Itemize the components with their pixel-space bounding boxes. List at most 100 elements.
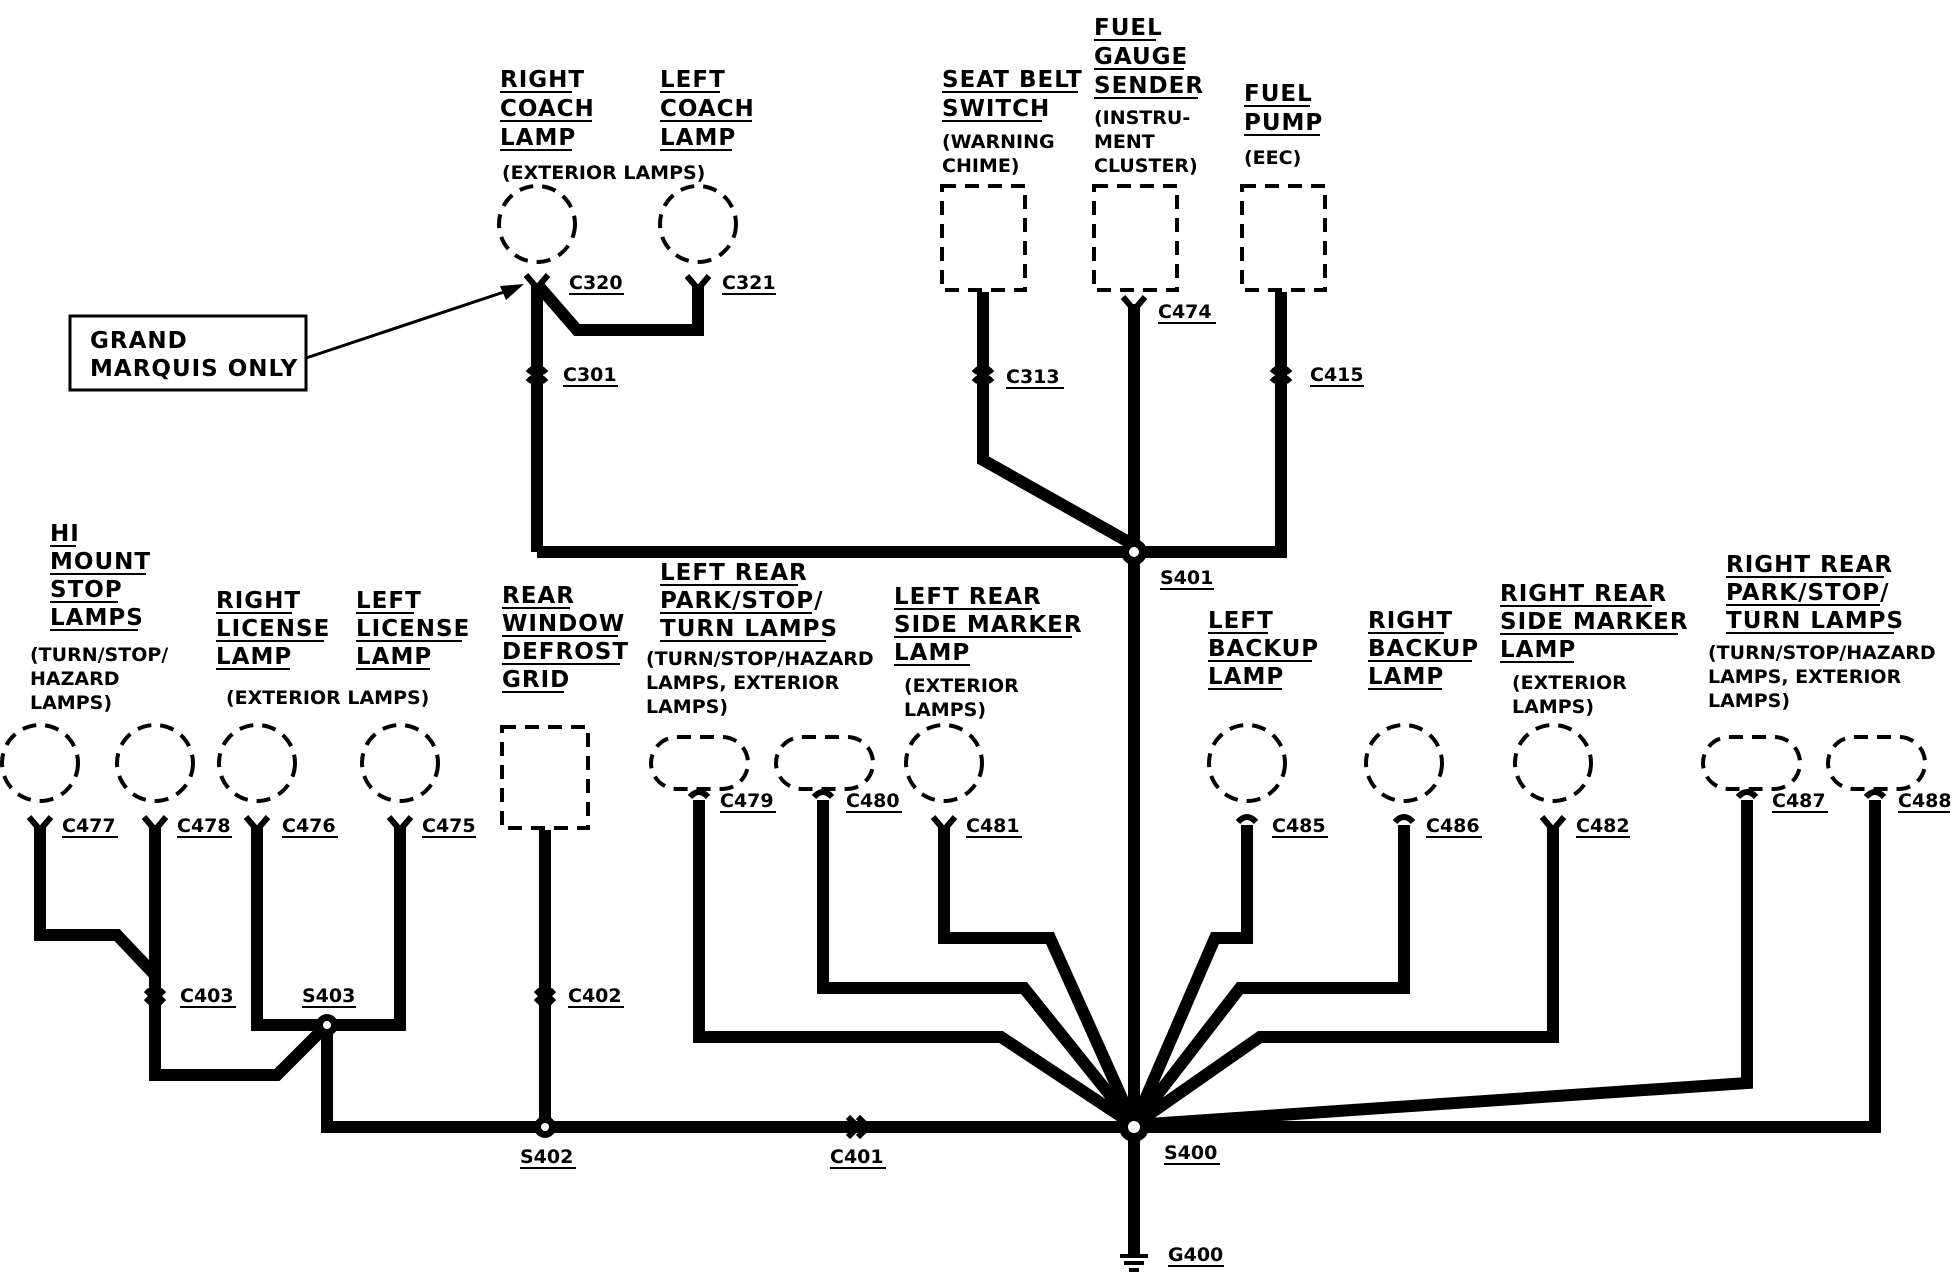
right-backup-label-2: BACKUP [1368,636,1479,662]
wire-c487-s400 [1133,800,1753,1131]
wire-c478-c403 [149,825,332,1081]
left-side-marker-note-2: LAMPS) [904,699,986,721]
left-side-marker-label-1: LEFT REAR [894,584,1042,610]
c478-connector-icon [141,815,169,835]
defrost-label-2: WINDOW [502,611,625,637]
left-coach-label-2: COACH [660,96,755,122]
hi-mount-note-1: (TURN/STOP/ [30,644,168,666]
right-rear-park-note-3: LAMPS) [1708,690,1790,712]
left-coach-lamp-icon [658,184,738,264]
c487-connector-icon [1735,789,1759,800]
fuel-pump-box [1240,184,1327,292]
left-rear-park-label-1: LEFT REAR [660,560,808,586]
label-c320: C320 [569,272,623,294]
left-side-marker-label-3: LAMP [894,640,970,666]
label-c488: C488 [1898,790,1952,812]
right-rear-park-lamp-2-icon [1826,735,1927,791]
c481-connector-icon [930,815,958,835]
hi-mount-label-2: MOUNT [50,549,151,575]
wire-s401-c415 [1134,292,1287,558]
c415-connector-icon [1269,364,1293,385]
hi-mount-label-4: LAMPS [50,605,144,631]
c474-connector-icon [1120,295,1148,315]
c320-connector-icon [523,273,551,293]
label-c479: C479 [720,790,774,812]
connector-labels: C320 C321 C301 C313 C474 C415 S401 C477 … [62,272,1952,1267]
c485-connector-icon [1235,814,1259,825]
c313-connector-icon [971,364,995,385]
left-rear-park-note-1: (TURN/STOP/HAZARD [646,648,874,670]
label-c485: C485 [1272,815,1326,837]
wire-c486-s400 [1129,825,1410,1129]
right-coach-label-3: LAMP [500,125,576,151]
ground-symbol-icon [1120,1243,1148,1272]
c477-connector-icon [26,815,54,835]
label-c487: C487 [1772,790,1826,812]
hi-mount-label-3: STOP [50,577,123,603]
fuel-gauge-label-1: FUEL [1094,15,1163,41]
right-rear-side-marker-lamp-icon [1513,723,1593,803]
left-rear-park-note-3: LAMPS) [646,696,728,718]
right-rear-park-note-1: (TURN/STOP/HAZARD [1708,642,1936,664]
left-side-marker-note-1: (EXTERIOR [904,675,1019,697]
wire-c485-s400 [1128,825,1253,1128]
right-rear-park-lamp-1-icon [1701,735,1802,791]
label-c401: C401 [830,1146,884,1168]
left-license-label-3: LAMP [356,644,432,670]
right-side-marker-note-1: (EXTERIOR [1512,672,1627,694]
right-backup-lamp-icon [1364,723,1444,803]
label-c313: C313 [1006,366,1060,388]
left-rear-park-note-2: LAMPS, EXTERIOR [646,672,840,694]
hi-mount-label-1: HI [50,521,80,547]
left-backup-label-3: LAMP [1208,664,1284,690]
right-coach-lamp-icon [497,184,577,264]
label-c476: C476 [282,815,336,837]
left-license-label-1: LEFT [356,588,422,614]
left-coach-label-3: LAMP [660,125,736,151]
label-c481: C481 [966,815,1020,837]
left-license-lamp-icon [360,723,440,803]
connector-glyphs [26,273,1887,1140]
callout-arrow-icon [500,284,524,300]
label-c482: C482 [1576,815,1630,837]
right-license-label-2: LICENSE [216,616,330,642]
wire-c480-s400 [817,800,1139,1129]
right-backup-label-1: RIGHT [1368,608,1453,634]
left-rear-park-label-3: TURN LAMPS [660,616,838,642]
license-note: (EXTERIOR LAMPS) [226,687,429,709]
left-rear-park-lamp-1-icon [649,735,750,791]
fuel-gauge-sender-box [1092,184,1179,292]
left-coach-label-1: LEFT [660,67,726,93]
wiring [34,280,1881,1255]
label-c321: C321 [722,272,776,294]
c321-connector-icon [684,274,712,294]
seat-belt-note-1: (WARNING [942,131,1055,153]
seat-belt-switch-box [940,184,1027,292]
callout-line-2: MARQUIS ONLY [90,356,298,382]
right-side-marker-label-3: LAMP [1500,637,1576,663]
fuel-pump-note: (EEC) [1244,147,1301,169]
label-s402: S402 [520,1146,573,1168]
c403-connector-icon [143,987,167,1012]
label-s400: S400 [1164,1142,1217,1164]
fuel-gauge-note-2: MENT [1094,131,1155,153]
hi-mount-stop-lamp-2-icon [115,723,195,803]
grand-marquis-callout: GRAND MARQUIS ONLY [68,284,524,392]
right-side-marker-note-2: LAMPS) [1512,696,1594,718]
label-g400: G400 [1168,1244,1223,1266]
coach-note: (EXTERIOR LAMPS) [502,162,705,184]
c486-connector-icon [1392,814,1416,825]
label-s401: S401 [1160,567,1213,589]
defrost-label-1: REAR [502,583,575,609]
c301-connector-icon [525,364,549,385]
left-rear-park-label-2: PARK/STOP/ [660,588,824,614]
defrost-label-3: DEFROST [502,639,629,665]
wire-c477-c403 [34,825,160,980]
splices [316,539,1149,1142]
left-license-label-2: LICENSE [356,616,470,642]
seat-belt-label-1: SEAT BELT [942,67,1083,93]
right-rear-park-label-2: PARK/STOP/ [1726,580,1890,606]
left-backup-label-2: BACKUP [1208,636,1319,662]
right-rear-park-label-3: TURN LAMPS [1726,608,1904,634]
